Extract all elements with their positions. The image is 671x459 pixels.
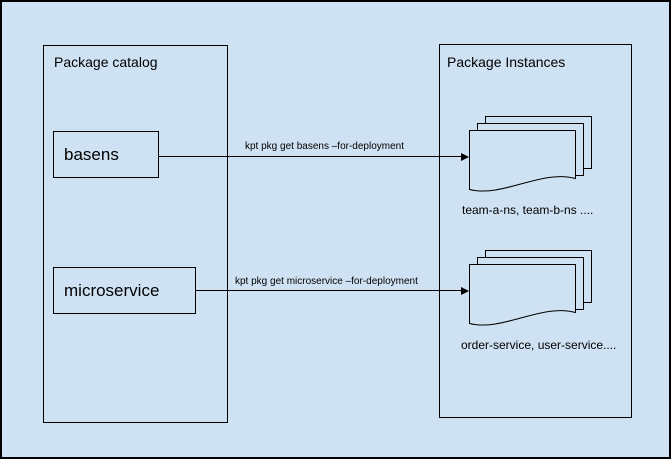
package-node-label: basens [64,144,119,164]
arrow-label-microservice: kpt pkg get microservice –for-deployment [235,276,418,287]
document-stack-icon [469,250,592,326]
arrow-line-basens [159,156,462,157]
arrow-head-icon [461,152,469,161]
package-instances-title: Package Instances [447,54,566,70]
instance-caption: team-a-ns, team-b-ns .... [462,203,594,217]
package-catalog-title: Package catalog [54,54,158,70]
package-node-basens: basens [53,131,159,178]
arrow-line-microservice [196,290,462,291]
arrow-head-icon [461,286,469,295]
package-instances-box [439,44,632,418]
package-node-microservice: microservice [53,267,196,314]
package-node-label: microservice [64,280,160,300]
document-stack-icon [469,116,592,192]
arrow-label-basens: kpt pkg get basens –for-deployment [245,141,404,152]
package-catalog-box [43,45,228,423]
instance-caption: order-service, user-service.... [461,338,617,352]
